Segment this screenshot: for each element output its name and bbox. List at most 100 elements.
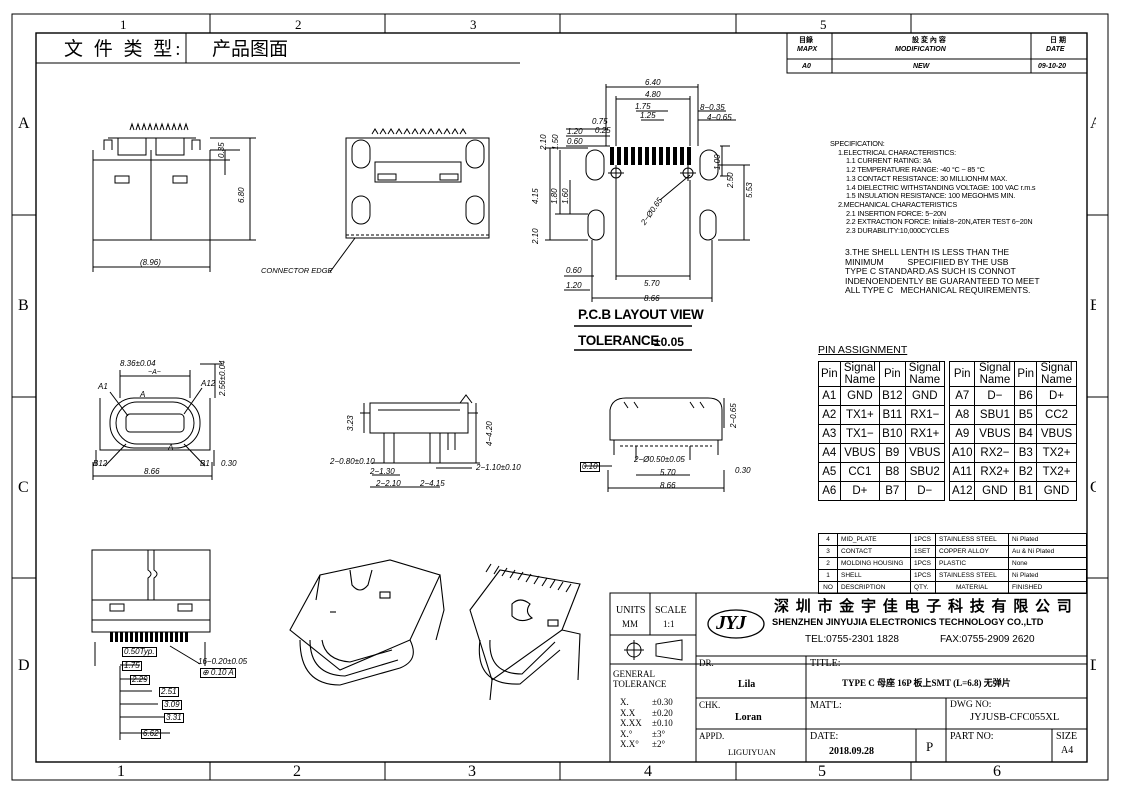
connector-edge-label: CONNECTOR EDGE	[261, 266, 333, 275]
grid-row-c-right: C	[1090, 480, 1096, 496]
grid-col-1: 1	[117, 763, 125, 780]
tolerance-row: X.X°±2°	[620, 739, 666, 749]
signal-cell: RX2−	[974, 443, 1016, 463]
dim-pcb-4x065: 4−0.65	[707, 113, 732, 122]
pin-header: Pin	[818, 361, 841, 387]
dim-back-866: 8.66	[660, 481, 676, 490]
tolerance-row: X.±0.30	[620, 697, 673, 707]
dim-pcb-180: 1.80	[550, 188, 559, 204]
bom-header-cell: MATERIAL	[935, 581, 1009, 594]
approved-by-value: LIGUIYUAN	[728, 747, 776, 757]
pin-cell: B5	[1014, 405, 1038, 425]
pin-header: Pin	[879, 361, 906, 387]
dim-bottom-662: 6.62	[141, 729, 161, 739]
section-a-bottom: A	[168, 443, 174, 452]
bom-cell: 1PCS	[910, 533, 936, 546]
dim-pcb-210a: 2.10	[539, 134, 548, 150]
file-type-label: 文 件 类 型:	[64, 39, 184, 60]
pcb-tolerance-value: ±0.05	[654, 335, 684, 349]
bom-cell: 4	[818, 533, 838, 546]
bom-header-cell: NO	[818, 581, 838, 594]
flatness-callout: 0.10	[580, 462, 600, 472]
bom-cell: None	[1008, 557, 1087, 570]
dim-pcb-570: 5.70	[644, 279, 660, 288]
datum-a-box: −A−	[148, 369, 161, 376]
bom-cell: 2	[818, 557, 838, 570]
checked-by-value: Loran	[735, 712, 762, 723]
signal-header: Signal Name	[974, 361, 1016, 387]
dim-bottom-050: 0.50Typ.	[122, 647, 157, 657]
title-value: TYPE C 母座 16P 板上SMT (L=6.8) 无弹片	[842, 678, 1011, 688]
title-label: TITLE:	[810, 658, 841, 669]
rev-date: 09-10-20	[1038, 63, 1067, 70]
pin-cell: A3	[818, 424, 841, 444]
dim-back-065: 2−0.65	[729, 403, 738, 428]
units-value: MM	[622, 619, 639, 629]
pin-cell: B6	[1014, 386, 1038, 406]
dim-pcb-866: 8.66	[644, 294, 660, 303]
rev-header-mod-cn: 設 変 內 容	[912, 37, 946, 44]
dim-pcb-175: 1.75	[635, 102, 651, 111]
grid-col-4: 4	[644, 763, 652, 780]
bom-header-cell: FINISHED	[1008, 581, 1087, 594]
date-label: DATE:	[810, 731, 839, 742]
signal-cell: D−	[904, 481, 946, 501]
dim-pcb-210b: 2.10	[531, 228, 540, 244]
dim-pcb-250: 2.50	[726, 172, 735, 188]
dim-side-420: 4−4.20	[485, 421, 494, 446]
signal-cell: GND	[1036, 481, 1077, 501]
pin-cell: A7	[948, 386, 976, 406]
signal-cell: RX1+	[904, 424, 946, 444]
dim-bottom-229: 2.29	[130, 675, 150, 685]
dim-bottom-16: 16−0.20±0.05	[198, 657, 248, 666]
signal-header: Signal Name	[904, 361, 946, 387]
signal-cell: GND	[904, 386, 946, 406]
bom-cell: 1PCS	[910, 569, 936, 582]
pin-cell: B12	[879, 386, 906, 406]
bom-cell: Ni Plated	[1008, 569, 1087, 582]
signal-cell: VBUS	[839, 443, 881, 463]
signal-cell: VBUS	[974, 424, 1016, 444]
spec-note: 3.THE SHELL LENTH IS LESS THAN THE MINIM…	[845, 247, 1085, 296]
pin-cell: A9	[948, 424, 976, 444]
spec-line: 1.ELECTRICAL CHARACTERISTICS:	[838, 147, 957, 157]
signal-cell: SBU1	[974, 405, 1016, 425]
specification-block: SPECIFICATION: 1.ELECTRICAL CHARACTERIST…	[830, 139, 1080, 236]
signal-cell: CC1	[839, 462, 881, 482]
dim-pcb-120b: 1.20	[566, 281, 582, 290]
signal-cell: TX1−	[839, 424, 881, 444]
company-tel: TEL:0755-2301 1828	[805, 634, 899, 645]
pin-cell: A6	[818, 481, 841, 501]
units-label: UNITS	[616, 605, 646, 616]
signal-cell: D−	[974, 386, 1016, 406]
bom-cell: MOLDING HOUSING	[837, 557, 911, 570]
signal-cell: TX2+	[1036, 443, 1077, 463]
spec-line: 1.1 CURRENT RATING: 3A	[846, 156, 932, 166]
spec-note-line: INDENOENDENTLY BE GUARANTEED TO MEET	[845, 275, 1040, 286]
spec-line: 1.5 INSULATION RESISTANCE: 100 MEGOHMS M…	[846, 191, 1016, 201]
rev-header-date-cn: 日 期	[1050, 37, 1066, 44]
dim-pcb-160: 1.60	[561, 188, 570, 204]
dim-end-836: 8.36±0.04	[120, 359, 156, 368]
dim-pcb-480: 4.80	[645, 90, 661, 99]
signal-cell: GND	[839, 386, 881, 406]
bom-cell: STAINLESS STEEL	[935, 569, 1009, 582]
grid-row-a-right: A	[1090, 116, 1096, 132]
pin-b1-label: B1	[200, 459, 210, 468]
tolerance-row: X.XX±0.10	[620, 718, 673, 728]
material-label: MAT'L:	[810, 700, 842, 711]
pin-cell: B11	[879, 405, 906, 425]
rev-mapx: A0	[802, 63, 811, 70]
spec-line: 2.2 EXTRACTION FORCE: Initial:8~20N,ATER…	[846, 217, 1033, 227]
